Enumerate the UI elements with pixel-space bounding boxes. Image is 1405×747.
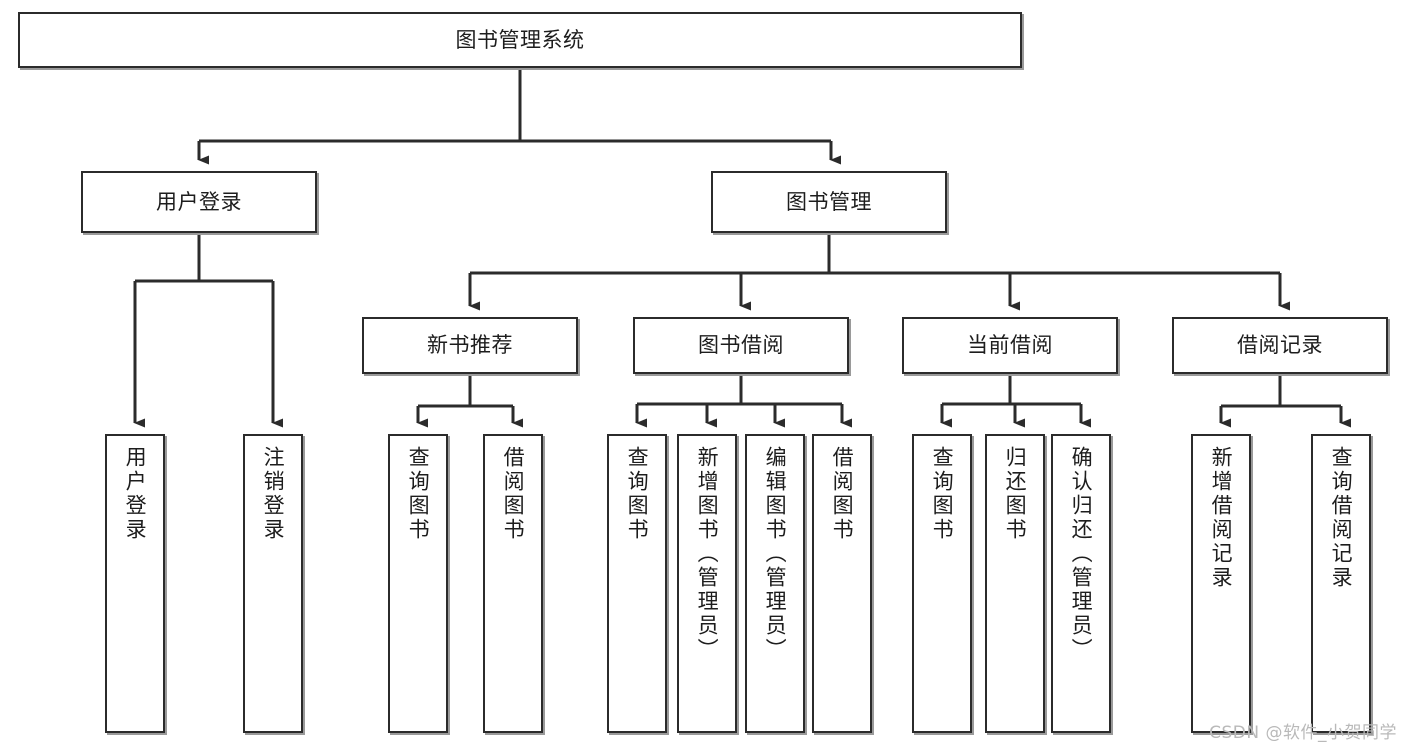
node-leaf-query-book-borrow[interactable]: 查询图书 [607,434,667,733]
node-current-borrow-label: 当前借阅 [967,333,1053,358]
node-leaf-query-book-rec-label: 查询图书 [406,446,431,542]
node-borrow-records[interactable]: 借阅记录 [1172,317,1388,374]
node-book-borrow[interactable]: 图书借阅 [633,317,849,374]
node-leaf-borrow-book-rec-label: 借阅图书 [501,446,526,542]
node-leaf-user-login-label: 用户登录 [123,446,148,542]
node-leaf-confirm-return-admin[interactable]: 确认归还（管理员） [1051,434,1111,733]
node-book-manage[interactable]: 图书管理 [711,171,947,233]
node-leaf-borrow-book[interactable]: 借阅图书 [812,434,872,733]
node-leaf-query-book-rec[interactable]: 查询图书 [388,434,448,733]
node-root[interactable]: 图书管理系统 [18,12,1022,68]
node-leaf-borrow-book-label: 借阅图书 [830,446,855,542]
node-user-login[interactable]: 用户登录 [81,171,317,233]
node-borrow-records-label: 借阅记录 [1237,333,1323,358]
node-book-borrow-label: 图书借阅 [698,333,784,358]
node-leaf-borrow-book-rec[interactable]: 借阅图书 [483,434,543,733]
node-current-borrow[interactable]: 当前借阅 [902,317,1118,374]
node-new-book-recommend[interactable]: 新书推荐 [362,317,578,374]
node-leaf-return-book-label: 归还图书 [1003,446,1028,542]
node-leaf-confirm-return-admin-label: 确认归还（管理员） [1069,446,1094,662]
node-leaf-query-book-borrow-label: 查询图书 [625,446,650,542]
node-leaf-logout[interactable]: 注销登录 [243,434,303,733]
node-leaf-add-borrow-record-label: 新增借阅记录 [1209,446,1234,590]
node-leaf-return-book[interactable]: 归还图书 [985,434,1045,733]
node-leaf-query-book-current-label: 查询图书 [930,446,955,542]
node-leaf-edit-book-admin[interactable]: 编辑图书（管理员） [745,434,805,733]
node-leaf-query-borrow-record-label: 查询借阅记录 [1329,446,1354,590]
node-book-manage-label: 图书管理 [786,189,872,214]
node-leaf-user-login[interactable]: 用户登录 [105,434,165,733]
node-leaf-add-book-admin[interactable]: 新增图书（管理员） [677,434,737,733]
node-leaf-query-borrow-record[interactable]: 查询借阅记录 [1311,434,1371,733]
node-leaf-query-book-current[interactable]: 查询图书 [912,434,972,733]
node-leaf-edit-book-admin-label: 编辑图书（管理员） [763,446,788,662]
node-leaf-logout-label: 注销登录 [261,446,286,542]
node-new-book-recommend-label: 新书推荐 [427,333,513,358]
node-root-label: 图书管理系统 [455,27,585,52]
node-leaf-add-borrow-record[interactable]: 新增借阅记录 [1191,434,1251,733]
node-leaf-add-book-admin-label: 新增图书（管理员） [695,446,720,662]
node-user-login-label: 用户登录 [156,189,242,214]
